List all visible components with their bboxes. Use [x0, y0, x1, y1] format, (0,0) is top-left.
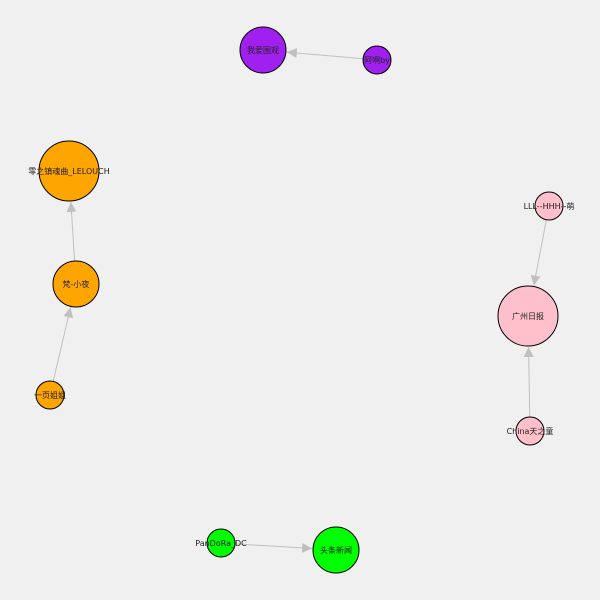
node-label: LLL--HHH--萌 [524, 201, 575, 211]
edge-aahby-to-woaixiqiu [286, 47, 364, 60]
node-circle[interactable] [312, 526, 360, 574]
node-circle[interactable] [534, 191, 564, 221]
node-woaixiqiu[interactable]: 我爱围观 [239, 26, 287, 74]
node-label: 零之镇魂曲_LELOUCH [28, 166, 109, 176]
node-circle[interactable] [239, 26, 287, 74]
node-circle[interactable] [206, 528, 236, 558]
node-circle[interactable] [38, 140, 100, 202]
node-label: 我爱围观 [247, 45, 279, 55]
node-pandora[interactable]: PanDoRa_DC [195, 528, 247, 558]
node-label: 一页姐姐 [34, 390, 66, 400]
node-label: PanDoRa_DC [195, 539, 247, 548]
edge-fanxiaoye-to-lelouch [66, 201, 77, 262]
node-china[interactable]: China天之童 [507, 416, 554, 446]
edge-china-to-guangzhou [523, 346, 534, 418]
node-circle[interactable] [52, 260, 100, 308]
node-label: 广州日报 [512, 311, 544, 321]
node-circle[interactable] [497, 285, 559, 347]
edges-layer [52, 47, 547, 553]
node-circle[interactable] [515, 416, 545, 446]
node-yiyejiejie[interactable]: 一页姐姐 [34, 380, 66, 410]
node-circle[interactable] [35, 380, 65, 410]
node-fanxiaoye[interactable]: 梵-小夜 [52, 260, 100, 308]
edge-lll-to-guangzhou [530, 219, 547, 286]
edge-pandora-to-toutiao [234, 542, 313, 553]
node-toutiao[interactable]: 头条新闻 [312, 526, 360, 574]
node-label: 阿啊by [364, 56, 390, 65]
node-label: 梵-小夜 [63, 279, 90, 289]
node-label: China天之童 [507, 426, 554, 436]
node-circle[interactable] [362, 45, 392, 75]
node-aahby[interactable]: 阿啊by [362, 45, 392, 75]
node-lelouch[interactable]: 零之镇魂曲_LELOUCH [28, 140, 110, 202]
node-guangzhou[interactable]: 广州日报 [497, 285, 559, 347]
node-lll[interactable]: LLL--HHH--萌 [524, 191, 575, 221]
edge-yiyejiejie-to-fanxiaoye [52, 307, 74, 382]
node-label: 头条新闻 [320, 545, 352, 555]
